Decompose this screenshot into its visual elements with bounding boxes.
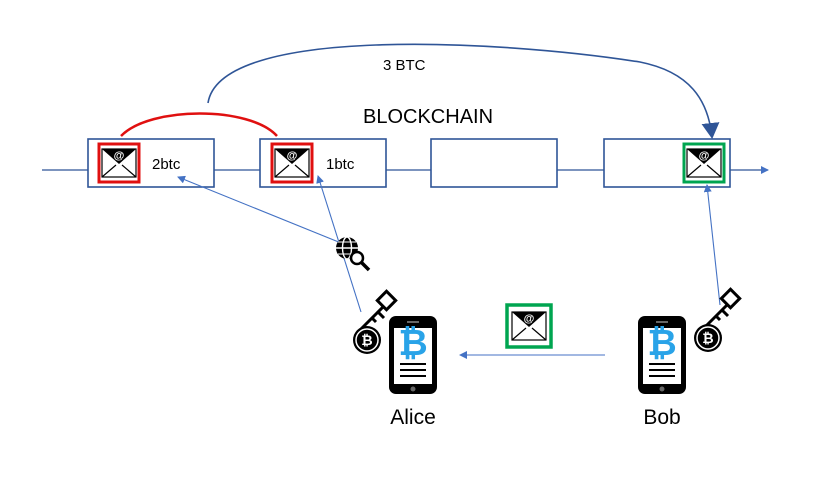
block-2-envelope-icon [270,142,314,184]
bob-bitcoin-icon [693,323,723,353]
transfer-arrow [207,43,720,139]
block-1-envelope-icon [97,142,141,184]
alice-phone-icon [388,315,438,395]
bob-key-icon [702,287,742,330]
bob-label: Bob [643,406,680,429]
block-1 [87,138,215,188]
globe-search-icon [336,236,371,272]
diagram-title: BLOCKCHAIN [363,106,493,128]
block-1-amount: 2btc [152,156,181,173]
alice-bitcoin-icon [352,325,382,355]
bob-to-block-4-arrow [703,184,721,306]
transaction-envelope-icon [505,303,553,349]
inputs-link [120,112,278,137]
bob-phone-icon [637,315,687,395]
alice-label: Alice [390,406,436,429]
alice-to-block-1-arrow [177,175,347,246]
block-2-amount: 1btc [326,156,355,173]
block-3 [430,138,558,188]
block-4-envelope-icon [682,142,726,184]
transfer-label: 3 BTC [383,57,426,74]
